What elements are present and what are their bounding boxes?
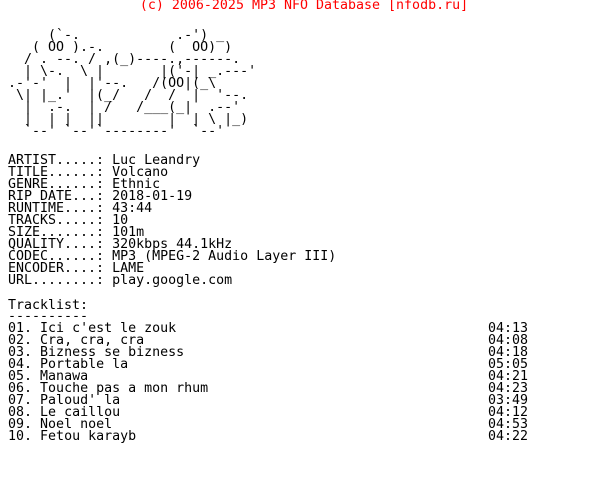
track-number: 05. — [8, 369, 33, 384]
info-value: 43:44 — [112, 201, 153, 216]
info-value: 10 — [112, 213, 129, 228]
info-key: RUNTIME....: — [8, 201, 105, 216]
info-row: URL........: play.google.com — [8, 273, 233, 288]
info-key: ARTIST.....: — [8, 153, 105, 168]
track-row: 06. Touche pas a mon rhum 04:23 — [8, 381, 548, 396]
info-key: ENCODER....: — [8, 261, 105, 276]
info-row: ENCODER....: LAME — [8, 261, 145, 276]
info-value: MP3 (MPEG-2 Audio Layer III) — [112, 249, 337, 264]
info-value: Luc Leandry — [112, 153, 201, 168]
track-number: 09. — [8, 417, 33, 432]
info-row: QUALITY....: 320kbps 44.1kHz — [8, 237, 233, 252]
track-row: 02. Cra, cra, cra 04:08 — [8, 333, 548, 348]
track-duration: 04:08 — [488, 333, 529, 348]
info-key: GENRE......: — [8, 177, 105, 192]
track-duration: 04:23 — [488, 381, 529, 396]
info-key: CODEC......: — [8, 249, 105, 264]
track-number: 02. — [8, 333, 33, 348]
track-duration: 04:18 — [488, 345, 529, 360]
track-duration: 03:49 — [488, 393, 529, 408]
track-number: 03. — [8, 345, 33, 360]
info-row: CODEC......: MP3 (MPEG-2 Audio Layer III… — [8, 249, 337, 264]
info-row: GENRE......: Ethnic — [8, 177, 161, 192]
info-key: TRACKS.....: — [8, 213, 105, 228]
info-value: 2018-01-19 — [112, 189, 193, 204]
info-value: 101m — [112, 225, 145, 240]
track-duration: 04:21 — [488, 369, 529, 384]
track-number: 04. — [8, 357, 33, 372]
track-row: 10. Fetou karayb 04:22 — [8, 429, 548, 444]
track-number: 08. — [8, 405, 33, 420]
track-row: 05. Manawa 04:21 — [8, 369, 548, 384]
track-row: 08. Le caillou 04:12 — [8, 405, 548, 420]
info-row: TRACKS.....: 10 — [8, 213, 129, 228]
info-key: SIZE.......: — [8, 225, 105, 240]
info-row: RUNTIME....: 43:44 — [8, 201, 153, 216]
ascii-art-line: .-'-' | |'--. /(OO|(_\ — [8, 76, 217, 91]
info-value: Ethnic — [112, 177, 161, 192]
tracklist-rule: ---------- — [8, 309, 89, 324]
ascii-art-line: `--' `--'`--------' `--' — [8, 124, 225, 139]
site-header: (c) 2006-2025 MP3 NFO Database [nfodb.ru… — [139, 0, 469, 13]
track-row: 01. Ici c'est le zouk 04:13 — [8, 321, 548, 336]
track-title: Cra, cra, cra — [40, 333, 145, 348]
track-duration: 04:53 — [488, 417, 529, 432]
track-duration: 05:05 — [488, 357, 529, 372]
track-title: Manawa — [40, 369, 89, 384]
track-row: 07. Paloud' la 03:49 — [8, 393, 548, 408]
track-title: Paloud' la — [40, 393, 121, 408]
track-title: Portable la — [40, 357, 129, 372]
track-number: 01. — [8, 321, 33, 336]
info-value: 320kbps 44.1kHz — [112, 237, 233, 252]
info-key: TITLE......: — [8, 165, 105, 180]
ascii-art-line: / . --. / ,(_)----.,------. — [8, 52, 241, 67]
ascii-art-line: | | | || | | \ |_) — [8, 112, 249, 127]
track-number: 06. — [8, 381, 33, 396]
track-title: Ici c'est le zouk — [40, 321, 177, 336]
info-key: URL........: — [8, 273, 105, 288]
info-value: LAME — [112, 261, 145, 276]
info-value: play.google.com — [112, 273, 233, 288]
info-row: ARTIST.....: Luc Leandry — [8, 153, 201, 168]
track-title: Touche pas a mon rhum — [40, 381, 209, 396]
track-row: 03. Bizness se bizness 04:18 — [8, 345, 548, 360]
ascii-art-line: | .-. | / /___(_| .--' — [8, 100, 241, 115]
track-duration: 04:13 — [488, 321, 529, 336]
ascii-art-line: | \-. \ | |('-| _.---' — [8, 64, 257, 79]
tracklist-title: Tracklist: — [8, 298, 89, 313]
info-row: SIZE.......: 101m — [8, 225, 145, 240]
track-duration: 04:12 — [488, 405, 529, 420]
ascii-art-line: (`-. .-') _ — [8, 28, 225, 43]
info-row: RIP DATE...: 2018-01-19 — [8, 189, 193, 204]
track-number: 07. — [8, 393, 33, 408]
ascii-art-line: ( OO ).-. ( OO) ) — [8, 40, 233, 55]
ascii-art-line: \| |_.' |(_/ / / | '--. — [8, 88, 249, 103]
track-row: 09. Noel noel 04:53 — [8, 417, 548, 432]
track-duration: 04:22 — [488, 429, 529, 444]
track-title: Le caillou — [40, 405, 121, 420]
info-key: QUALITY....: — [8, 237, 105, 252]
info-row: TITLE......: Volcano — [8, 165, 169, 180]
track-number: 10. — [8, 429, 33, 444]
track-title: Bizness se bizness — [40, 345, 185, 360]
track-title: Fetou karayb — [40, 429, 137, 444]
info-key: RIP DATE...: — [8, 189, 105, 204]
info-value: Volcano — [112, 165, 169, 180]
track-title: Noel noel — [40, 417, 113, 432]
track-row: 04. Portable la 05:05 — [8, 357, 548, 372]
